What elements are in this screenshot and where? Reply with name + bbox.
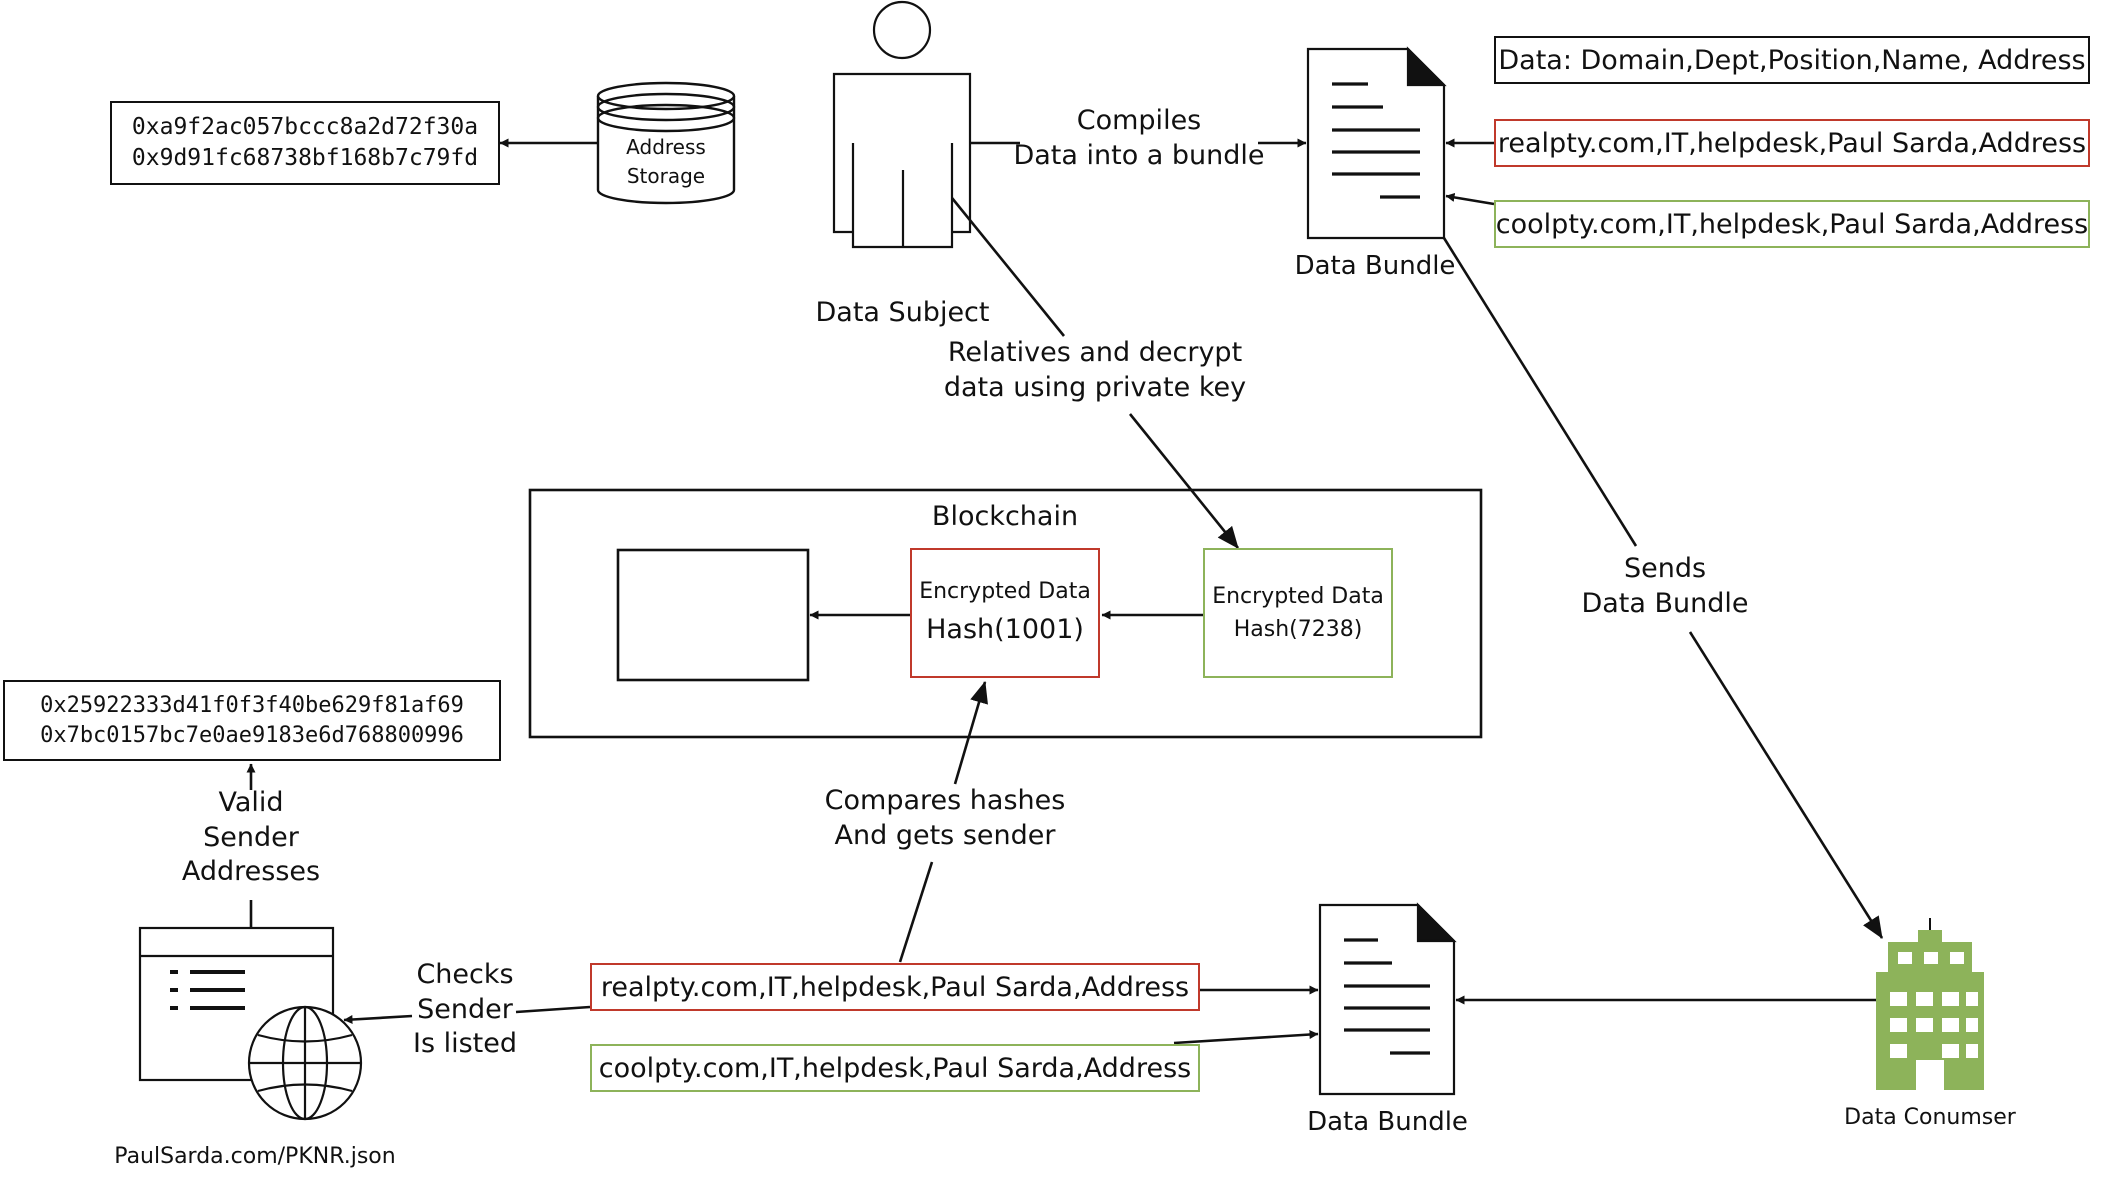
record-red-top: realpty.com,IT,helpdesk,Paul Sarda,Addre… <box>1494 119 2090 167</box>
green-block: Encrypted Data Hash(7238) <box>1203 548 1393 678</box>
valid-sender-line2: Sender <box>203 821 299 853</box>
empty-block <box>616 548 810 682</box>
compiles-line1: Compiles <box>1076 105 1202 136</box>
compares-label: Compares hashes And gets sender <box>810 784 1080 853</box>
arrow-compares-to-red-block <box>953 680 988 785</box>
web-document-globe-icon <box>138 926 363 1121</box>
arrow-sends-to-consumer <box>1688 631 1884 939</box>
data-subject-label: Data Subject <box>815 297 990 328</box>
sender-address-1: 0x25922333d41f0f3f40be629f81af69 <box>40 692 464 718</box>
stored-address-1: 0xa9f2ac057bccc8a2d72f30a <box>131 113 479 140</box>
green-block-line2: Hash(7238) <box>1233 617 1363 642</box>
sends-line2: Data Bundle <box>1581 587 1749 619</box>
data-schema-box: Data: Domain,Dept,Position,Name, Address <box>1494 36 2090 84</box>
database-icon <box>596 81 736 205</box>
line-bundle-sends <box>1442 237 1638 547</box>
arrow-relatives-to-block <box>1128 413 1240 549</box>
blockchain-container <box>528 488 1483 739</box>
stored-addresses-box: 0xa9f2ac057bccc8a2d72f30a 0x9d91fc68738b… <box>110 101 500 185</box>
sender-address-2: 0x7bc0157bc7e0ae9183e6d768800996 <box>40 722 464 748</box>
checks-line1: Checks <box>416 959 514 990</box>
red-block-line2: Hash(1001) <box>926 614 1084 646</box>
person-icon <box>832 0 972 249</box>
line-record-to-compares <box>898 861 934 963</box>
red-block: Encrypted Data Hash(1001) <box>910 548 1100 678</box>
relatives-line2: data using private key <box>943 371 1247 403</box>
checks-line2: Sender <box>417 993 513 1025</box>
valid-sender-line3: Addresses <box>181 856 321 888</box>
record-red-bottom: realpty.com,IT,helpdesk,Paul Sarda,Addre… <box>590 963 1200 1011</box>
address-storage-line1: Address <box>626 135 706 159</box>
line-subject-relatives <box>950 197 1066 337</box>
sender-addresses-box: 0x25922333d41f0f3f40be629f81af69 0x7bc01… <box>3 680 501 761</box>
red-block-line1: Encrypted Data <box>919 579 1091 605</box>
document-icon-bottom <box>1318 902 1457 1096</box>
checks-label: Checks Sender Is listed <box>395 958 535 1062</box>
relatives-label: Relatives and decrypt data using private… <box>940 336 1250 405</box>
compiles-line2: Data into a bundle <box>1013 139 1265 171</box>
green-block-line1: Encrypted Data <box>1212 584 1384 609</box>
document-icon-top <box>1306 46 1447 240</box>
web-json-label: PaulSarda.com/PKNR.json <box>114 1144 396 1169</box>
address-storage-line2: Storage <box>626 164 706 188</box>
blockchain-title: Blockchain <box>931 501 1079 532</box>
valid-sender-label: Valid Sender Addresses <box>160 786 342 890</box>
sends-line1: Sends <box>1623 553 1707 584</box>
compares-line1: Compares hashes <box>824 785 1066 816</box>
compares-line2: And gets sender <box>834 819 1056 851</box>
address-storage-label: Address Storage <box>606 133 726 191</box>
record-green-bottom: coolpty.com,IT,helpdesk,Paul Sarda,Addre… <box>590 1044 1200 1092</box>
checks-line3: Is listed <box>412 1028 518 1060</box>
record-green-top: coolpty.com,IT,helpdesk,Paul Sarda,Addre… <box>1494 200 2090 248</box>
building-icon <box>1876 918 1984 1090</box>
data-bundle-bottom-label: Data Bundle <box>1307 1107 1468 1137</box>
data-bundle-top-label: Data Bundle <box>1294 251 1456 281</box>
arrow-green-record-to-bundle-bottom <box>1173 1030 1319 1045</box>
stored-address-2: 0x9d91fc68738bf168b7c79fd <box>131 145 479 171</box>
compiles-label: Compiles Data into a bundle <box>1004 104 1274 173</box>
line-record-to-checks <box>515 1005 591 1014</box>
arrow-checks-to-web <box>343 1014 413 1024</box>
arrow-green-record-to-bundle <box>1445 192 1495 206</box>
relatives-line1: Relatives and decrypt <box>947 337 1243 368</box>
data-consumer-label: Data Conumser <box>1844 1105 2016 1130</box>
sends-label: Sends Data Bundle <box>1560 552 1770 621</box>
valid-sender-line1: Valid <box>218 787 284 818</box>
